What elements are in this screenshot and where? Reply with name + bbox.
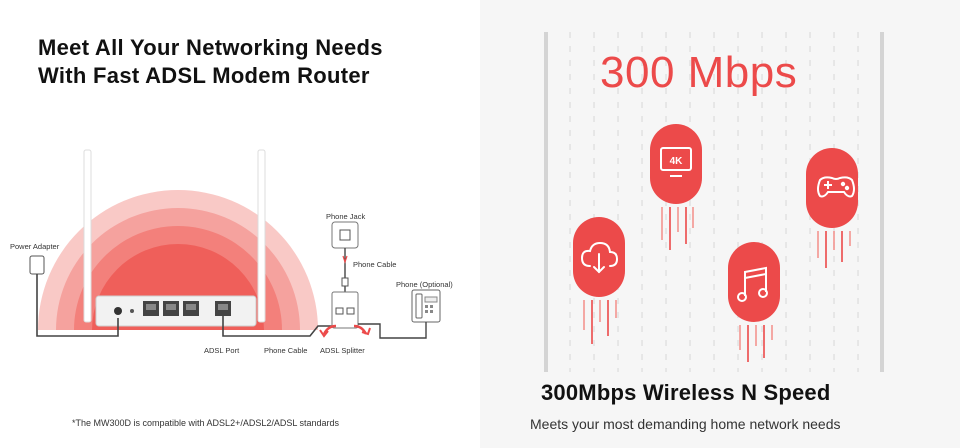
power-adapter-icon [29,255,119,337]
gamepad-bubble [806,148,858,268]
adsl-splitter-icon [331,291,359,329]
router-diagram [29,149,441,339]
tv-4k-bubble: 4K [650,124,702,250]
antenna-right [257,149,266,323]
label-phone-jack: Phone Jack [326,212,366,221]
label-adsl-port: ADSL Port [204,346,240,355]
big-speed-value: 300 Mbps [600,48,798,97]
tv-4k-icon [660,147,692,177]
label-phone-cable-bottom: Phone Cable [264,346,308,355]
music-note-bubble [728,242,780,362]
footnote: *The MW300D is compatible with ADSL2+/AD… [72,418,340,428]
label-power-adapter: Power Adapter [10,242,60,251]
phone-icon [358,289,441,339]
music-note-icon [737,266,768,302]
speed-title: 300Mbps Wireless N Speed [541,380,831,405]
gamepad-icon [817,176,855,198]
label-phone-optional: Phone (Optional) [396,280,453,289]
adsl-cable [222,316,332,337]
headline: Meet All Your Networking Needs With Fast… [38,34,383,90]
speed-subtitle: Meets your most demanding home network n… [530,416,841,432]
antenna-left [83,149,92,323]
speed-graphic: 4K [544,32,884,372]
tv-4k-label: 4K [670,156,684,167]
headline-line-2: With Fast ADSL Modem Router [38,63,370,88]
cloud-download-icon [580,241,619,274]
router-body [95,295,257,327]
headline-line-1: Meet All Your Networking Needs [38,35,383,60]
cloud-download-bubble [573,217,625,344]
label-adsl-splitter: ADSL Splitter [320,346,365,355]
phone-jack-icon [331,221,359,292]
label-phone-cable-top: Phone Cable [353,260,397,269]
arrow-left [322,324,337,335]
